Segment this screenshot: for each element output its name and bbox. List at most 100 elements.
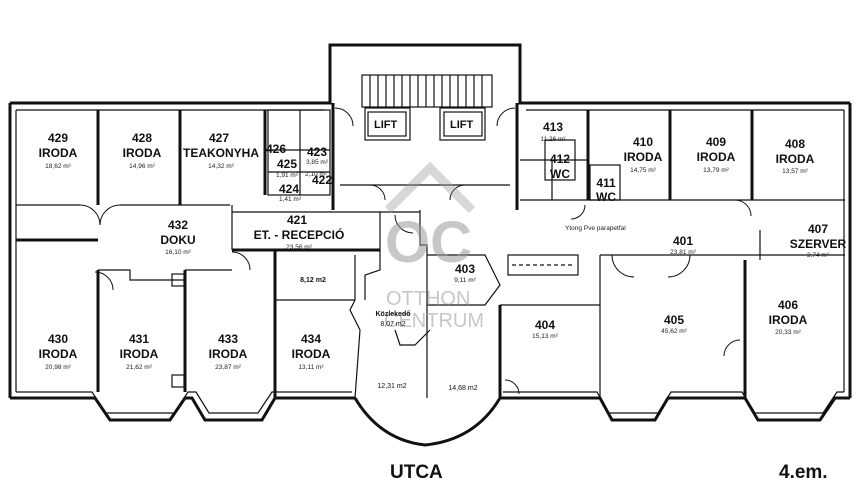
room-411: 411 WC — [596, 176, 616, 204]
room-area: 20,98 m² — [45, 364, 71, 371]
room-area: 9,11 m² — [454, 277, 476, 284]
room-area: 23,81 m² — [670, 249, 696, 256]
room-area: 8,07 m2 — [380, 321, 405, 328]
room-area: 12,31 m2 — [377, 383, 406, 390]
floor-label: 4.em. — [779, 462, 828, 483]
room-area: 18,62 m² — [45, 163, 71, 170]
room-408: 408 IRODA 13,57 m² — [776, 137, 815, 175]
room-label: WC — [596, 190, 616, 204]
room-number: 427 — [209, 131, 229, 145]
room-label: IRODA — [39, 146, 78, 160]
lift-label: LIFT — [374, 119, 397, 131]
room-12-31: 12,31 m2 — [377, 383, 406, 390]
room-label: ET. - RECEPCIÓ — [254, 227, 345, 242]
room-429: 429 IRODA 18,62 m² — [39, 131, 78, 170]
room-number: 431 — [129, 332, 149, 346]
room-406: 406 IRODA 20,33 m² — [769, 298, 808, 336]
room-426: 426 — [266, 142, 286, 156]
room-label: IRODA — [120, 347, 159, 361]
room-number: 413 — [543, 120, 563, 134]
room-area: 1,91 m² — [276, 172, 299, 179]
lift-label: LIFT — [450, 119, 473, 131]
room-label: IRODA — [624, 150, 663, 164]
room-label: IRODA — [697, 150, 736, 164]
room-404: 404 15,13 m² — [532, 318, 558, 340]
room-area: 2,10 m² — [305, 171, 328, 178]
room-label: Közlekedő — [375, 311, 410, 318]
room-area: 11,26 m² — [540, 136, 566, 143]
room-area: 23,87 m² — [215, 364, 241, 371]
room-number: 409 — [706, 135, 726, 149]
room-405: 405 45,62 m² — [661, 313, 687, 335]
room-area: 20,33 m² — [775, 329, 801, 336]
room-label: IRODA — [123, 146, 162, 160]
room-label: DOKU — [160, 233, 195, 247]
room-424: 424 1,41 m² — [279, 182, 302, 203]
room-area: 2,74 m² — [807, 252, 830, 259]
room-number: 428 — [132, 131, 152, 145]
room-413: 413 11,26 m² — [540, 120, 566, 143]
room-number: 426 — [266, 142, 286, 156]
street-label: UTCA — [390, 462, 443, 483]
room-401: 401 23,81 m² — [670, 234, 696, 256]
room-area: 23,56 m² — [286, 244, 312, 251]
partitions — [16, 74, 845, 399]
room-432: 432 DOKU 16,10 m² — [160, 218, 195, 256]
room-number: 403 — [455, 262, 475, 276]
room-number: 433 — [218, 332, 238, 346]
outer-walls — [8, 43, 852, 447]
watermark-line2: CENTRUM — [384, 310, 484, 332]
room-421: 421 ET. - RECEPCIÓ 23,56 m² — [254, 213, 345, 251]
room-label: SZERVER — [790, 237, 847, 251]
room-number: 407 — [808, 222, 828, 236]
room-number: 421 — [287, 213, 307, 227]
room-number: 411 — [596, 176, 616, 190]
room-14-68: 14,68 m2 — [448, 385, 477, 392]
room-412: 412 WC — [550, 152, 570, 181]
corridor-note: Ytong Pve parapetfal — [565, 225, 626, 232]
room-area: 13,79 m² — [703, 167, 729, 174]
room-area: 3,85 m² — [306, 159, 329, 166]
watermark-line1: OTTHON — [386, 288, 470, 310]
room-number: 429 — [48, 131, 68, 145]
room-area: 16,10 m² — [165, 249, 191, 256]
room-number: 410 — [633, 135, 653, 149]
room-number: 408 — [785, 137, 805, 151]
room-8-12: 8,12 m2 — [300, 277, 326, 284]
room-area: 14,32 m² — [208, 163, 234, 170]
door-swings — [79, 107, 752, 395]
stair-treads — [369, 75, 483, 107]
room-area: 14,68 m2 — [448, 385, 477, 392]
room-number: 404 — [535, 318, 555, 332]
room-label: IRODA — [292, 347, 331, 361]
room-410: 410 IRODA 14,75 m² — [624, 135, 663, 174]
room-area: 15,13 m² — [532, 333, 558, 340]
room-number: 405 — [664, 313, 684, 327]
watermark-mark: OC — [385, 210, 472, 275]
room-number: 425 — [277, 157, 297, 171]
room-area: 14,75 m² — [630, 167, 656, 174]
room-number: 401 — [673, 234, 693, 248]
room-433: 433 IRODA 23,87 m² — [209, 332, 248, 371]
room-area: 1,41 m² — [279, 196, 302, 203]
room-area: 14,96 m² — [129, 163, 155, 170]
room-431: 431 IRODA 21,62 m² — [120, 332, 159, 371]
room-area: 13,11 m² — [298, 364, 324, 371]
room-number: 422 — [312, 173, 332, 187]
room-label: IRODA — [776, 152, 815, 166]
room-area: 45,62 m² — [661, 328, 687, 335]
room-area: 8,12 m2 — [300, 277, 326, 284]
room-label: IRODA — [769, 313, 808, 327]
room-label: WC — [550, 167, 570, 181]
room-434: 434 IRODA 13,11 m² — [292, 332, 331, 371]
watermark: OC OTTHON CENTRUM — [384, 161, 484, 332]
room-label: IRODA — [209, 347, 248, 361]
room-423: 423 3,85 m² — [306, 145, 329, 166]
room-409: 409 IRODA 13,79 m² — [697, 135, 736, 174]
room-kozlekedo: Közlekedő 8,07 m2 — [375, 311, 410, 328]
room-number: 432 — [168, 218, 188, 232]
room-403: 403 9,11 m² — [454, 262, 476, 284]
room-430: 430 IRODA 20,98 m² — [39, 332, 78, 371]
room-428: 428 IRODA 14,96 m² — [123, 131, 162, 170]
